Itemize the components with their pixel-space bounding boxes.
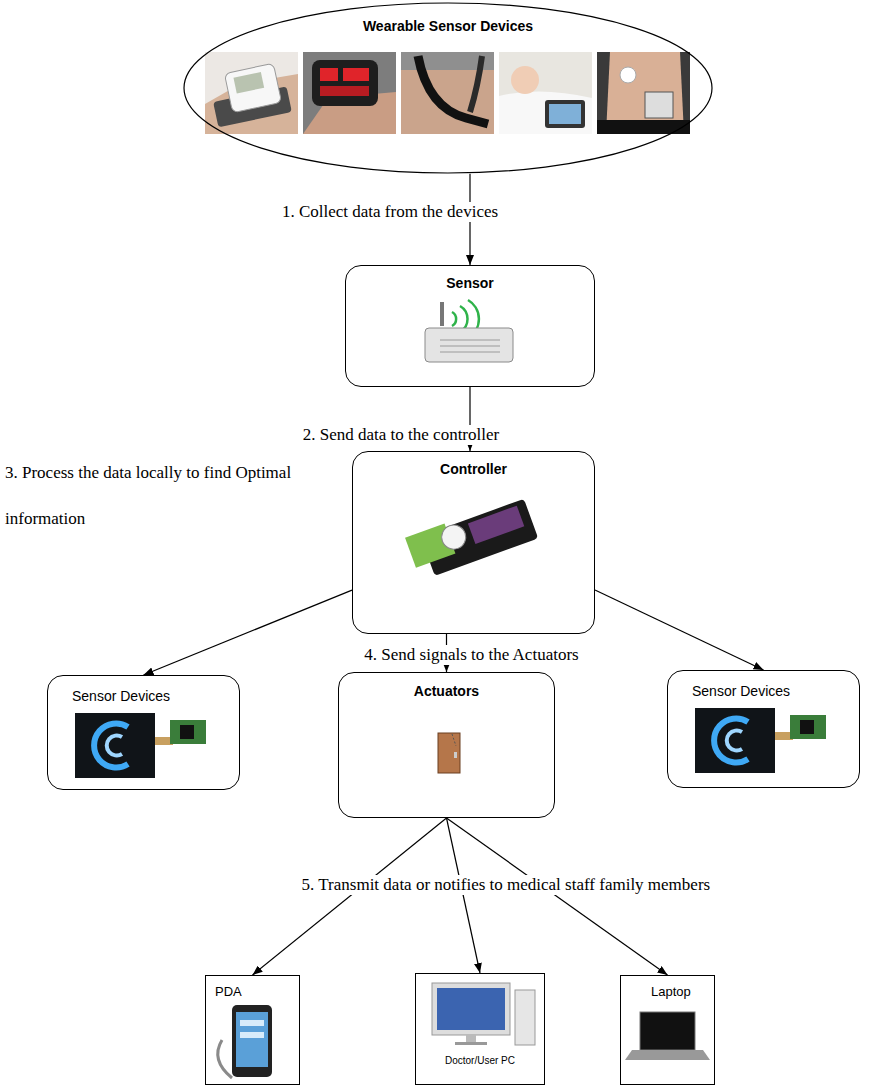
signal-arc [452, 312, 456, 326]
arrow-connector [447, 818, 668, 975]
pc-tower [515, 990, 535, 1045]
neck-band [470, 56, 482, 112]
pda-icon [218, 1005, 272, 1078]
laptop-icon [625, 1012, 710, 1060]
blanket [499, 91, 592, 134]
ellipse-border [184, 3, 712, 173]
controller-icon [405, 495, 538, 581]
node-title: Sensor Devices [48, 688, 239, 705]
pc-box: Doctor/User PC [415, 973, 545, 1085]
red-display [320, 68, 338, 81]
router-icon [425, 300, 513, 362]
baby-head [511, 66, 539, 94]
monitor-screen [437, 988, 505, 1030]
photo-ground [205, 52, 298, 134]
edge-label: 5. Transmit data or notifies to medical … [299, 875, 714, 895]
monitor [432, 983, 510, 1035]
sensor-device-icon [75, 713, 206, 778]
oximeter-photo [303, 52, 396, 134]
edge-label: 4. Send signals to the Actuators [361, 645, 581, 665]
node-title: Wearable Sensor Devices [183, 18, 713, 35]
pda-box: PDA [205, 975, 300, 1085]
patch [620, 67, 636, 83]
red-display [343, 68, 369, 81]
node-title: Controller [353, 461, 594, 478]
monitor-stand [466, 1035, 476, 1042]
controller-box: Controller [352, 451, 595, 634]
node-title: Doctor/User PC [416, 1055, 544, 1067]
node-title: Sensor Devices [668, 683, 859, 700]
photo-ground [597, 52, 690, 134]
tablet-screen [549, 104, 581, 124]
door-handle [454, 752, 457, 758]
phone-body [232, 1005, 272, 1077]
router-body [425, 328, 513, 362]
device-group-ellipse: Wearable Sensor Devices [183, 2, 713, 174]
belly-patch-photo [597, 52, 690, 134]
wrist-monitor-photo [205, 52, 298, 134]
vent [440, 352, 500, 353]
photo-ground [499, 52, 592, 134]
arrow-connector [595, 590, 764, 670]
vent [440, 346, 500, 347]
step-note: 3. Process the data locally to find Opti… [5, 450, 325, 542]
monitor-base [455, 1042, 487, 1045]
monitor-screen [233, 72, 264, 93]
battery-cell [438, 522, 469, 553]
monitor-body [224, 63, 281, 113]
tablet [545, 100, 585, 128]
arrow-connector [447, 818, 481, 973]
pc-icon [432, 983, 535, 1045]
phone-screen [236, 1012, 268, 1067]
waistband [597, 120, 690, 134]
edge-label: 1. Collect data from the devices [279, 202, 501, 222]
oximeter-body [312, 60, 378, 106]
neck-wearable-photo [401, 52, 494, 134]
door-latch [452, 734, 456, 746]
board-module [468, 506, 524, 544]
vent [440, 340, 500, 341]
sensor-device-icon [695, 708, 826, 773]
node-title: Sensor [346, 275, 594, 292]
neck-band [418, 56, 488, 124]
laptop-screen [640, 1012, 695, 1050]
node-title: PDA [206, 984, 299, 1000]
arrow-connector [253, 818, 447, 975]
antenna [440, 302, 444, 326]
door-icon [438, 733, 460, 773]
sensor-device-box: Sensor Devices [47, 675, 240, 790]
laptop-base [625, 1050, 710, 1060]
photo-ground [303, 52, 396, 134]
sensor-box: Sensor [345, 265, 595, 387]
red-display [320, 86, 369, 96]
laptop-box: Laptop [620, 975, 715, 1085]
node-title: Actuators [339, 683, 554, 700]
stethoscope [218, 1040, 232, 1078]
actuator-box: Actuators [338, 672, 555, 818]
pump-device [645, 92, 673, 118]
baby-monitor-photo [499, 52, 592, 134]
edge-label: 2. Send data to the controller [300, 425, 502, 445]
screen-bar [240, 1020, 264, 1026]
photo-ground [401, 52, 494, 134]
screen-bar [240, 1032, 264, 1038]
arrow-connector [144, 590, 353, 675]
node-title: Laptop [621, 984, 714, 1000]
door [438, 733, 460, 773]
sensor-device-box: Sensor Devices [667, 670, 860, 788]
